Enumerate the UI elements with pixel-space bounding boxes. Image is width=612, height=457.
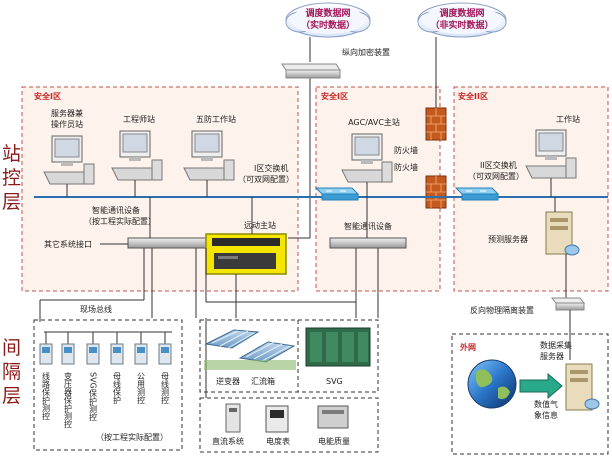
weather-label-1: 数值气 — [534, 399, 558, 409]
smart-comm-device-2 — [329, 197, 407, 249]
protection-device-screen — [64, 347, 72, 353]
weather-label-2: 象信息 — [534, 410, 558, 420]
cloud-rt-line2: （实时数据） — [301, 19, 355, 31]
engineer-label: 工程师站 — [123, 114, 155, 124]
svg-label: SVG — [326, 377, 343, 386]
firewall-2-label: 防火墙 — [394, 162, 418, 172]
zone-label-1-left: 安全I区 — [34, 91, 61, 101]
forecast-server-label: 预测服务器 — [488, 234, 528, 244]
solar-panel-icon-2 — [204, 341, 296, 370]
computer-icon-server-ws — [43, 135, 95, 197]
power-quality-label: 电能质量 — [318, 436, 350, 446]
protection-device-screen — [42, 347, 50, 353]
zone-safety-2 — [453, 86, 609, 292]
left-label-jian: 间 — [2, 337, 21, 359]
device-config-label: （按工程实际配置） — [96, 432, 168, 442]
reverse-isolation-label: 反向物理隔离装置 — [470, 305, 534, 315]
svg-cabinet-icon — [305, 327, 371, 367]
switch-icon-zone1 — [314, 187, 360, 201]
computer-icon-engineer — [111, 130, 163, 197]
dc-system-label: 直流系统 — [212, 436, 244, 446]
field-bus-label: 现场总线 — [80, 304, 112, 314]
protection-device-screen — [137, 347, 145, 353]
zone-label-2: 安全II区 — [458, 91, 488, 101]
protection-device-label: 线路保护测控 — [42, 371, 51, 421]
firewall-1-icon — [425, 107, 447, 141]
solar-panel-icon-1 — [204, 329, 260, 349]
remote-station-label: 远动主站 — [244, 220, 276, 230]
computer-icon-wufang — [183, 130, 235, 197]
energy-meter-icon — [265, 405, 289, 433]
protection-device-label: 公用测控 — [137, 372, 146, 405]
power-quality-icon — [317, 405, 349, 429]
data-collect-server-icon — [565, 363, 600, 411]
computer-icon-agc — [341, 133, 393, 197]
firewall-1-label: 防火墙 — [394, 145, 418, 155]
outside-net-box — [451, 333, 609, 455]
other-iface-label: 其它系统接口 — [44, 239, 92, 249]
left-label-ge: 隔 — [2, 361, 21, 383]
protection-devices-box — [33, 319, 183, 451]
left-label-zhan: 站 — [2, 143, 21, 165]
computer-icon-workstation — [525, 129, 577, 197]
server-ws-label-1: 服务器兼 — [51, 108, 83, 118]
switch-icon-zone2 — [454, 187, 500, 201]
protection-device-label: 变压器保护测控 — [64, 371, 73, 429]
switch1-label-a: I区交换机 — [254, 163, 288, 173]
protection-device-screen — [161, 347, 169, 353]
left-label-ceng1: 层 — [2, 191, 21, 213]
smart-comm2-label: 智能通讯设备 — [344, 221, 392, 231]
left-label-kong: 控 — [2, 167, 21, 189]
metering-box — [199, 397, 379, 453]
protection-device-screen — [113, 347, 121, 353]
cloud-dispatch-realtime: 调度数据网 （实时数据） — [285, 2, 371, 38]
agc-label: AGC/AVC主站 — [348, 117, 400, 127]
wufang-label: 五防工作站 — [196, 114, 236, 124]
reverse-isolation-device — [550, 297, 586, 311]
combiner-label: 汇流箱 — [251, 376, 275, 386]
field-links — [39, 248, 379, 398]
inverter-label: 逆变器 — [216, 376, 240, 386]
switch2-label-b: （可双网配置） — [468, 172, 524, 181]
weather-arrow-icon — [519, 372, 563, 400]
smart-comm1-label-a: 智能通讯设备 — [92, 205, 140, 215]
forecast-server-icon — [545, 197, 580, 256]
left-label-ceng2: 层 — [2, 385, 21, 407]
data-collect-label-2: 服务器 — [540, 351, 564, 361]
protection-device-list: 线路保护测控 变压器保护测控 SVG保护测控 母线保护 公用测控 母线测控 — [39, 343, 172, 429]
workstation-label: 工作站 — [556, 114, 580, 124]
protection-bus — [44, 331, 172, 344]
earth-icon — [467, 359, 517, 409]
cloud-dispatch-nonrealtime: 调度数据网 （非实时数据） — [417, 2, 507, 38]
cloud-nrt-line2: （非实时数据） — [430, 19, 493, 31]
zone-label-1-mid: 安全I区 — [321, 91, 348, 101]
encryption-label: 纵向加密装置 — [342, 47, 390, 57]
outside-net-label: 外网 — [460, 342, 476, 352]
server-ws-label-2: 操作员站 — [51, 119, 83, 129]
cloud-nrt-line1: 调度数据网 — [439, 7, 484, 19]
switch2-label-a: II区交换机 — [480, 160, 517, 170]
cloud-rt-line1: 调度数据网 — [305, 7, 350, 19]
protection-device-screen — [89, 347, 97, 353]
data-collect-label-1: 数据采集 — [540, 340, 572, 350]
top-links — [288, 37, 437, 239]
meter-label: 电度表 — [266, 436, 290, 446]
firewall-2-icon — [425, 175, 447, 209]
encryption-device — [281, 63, 341, 79]
dc-system-icon — [225, 403, 241, 433]
switch1-label-b: （可双网配置） — [238, 175, 294, 184]
pv-svg-box — [199, 319, 379, 393]
protection-device-label: 母线测控 — [161, 372, 170, 405]
protection-device-label: SVG保护测控 — [89, 372, 98, 422]
protection-device-label: 母线保护 — [113, 372, 122, 405]
smart-comm1-label-b: （按工程实际配置） — [84, 216, 156, 226]
